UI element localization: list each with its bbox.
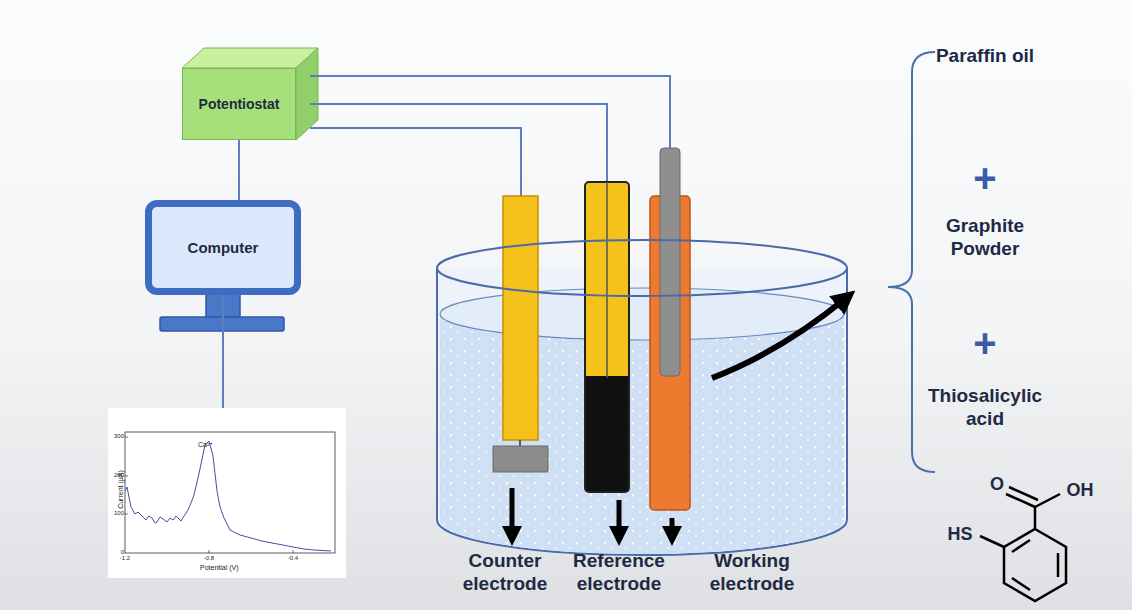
molecule	[980, 487, 1066, 601]
chart-inset: Ca²⁺ Current (μA) Potential (V)	[108, 408, 346, 578]
component-label: Paraffin oil	[925, 45, 1045, 68]
component-label: +	[925, 158, 1045, 198]
node-label: Computer	[188, 239, 259, 256]
tick-label: -1.2	[113, 555, 137, 562]
tick-label: 100	[104, 510, 124, 517]
liquid	[440, 314, 844, 554]
chart-panel	[108, 408, 346, 578]
electrode-label: Reference electrode	[560, 550, 678, 596]
cube-top	[182, 48, 318, 68]
component-label: Graphite Powder	[925, 215, 1045, 261]
atom-label: OH	[1060, 480, 1100, 502]
computer-monitor: Computer	[145, 200, 301, 295]
voltammogram-curve	[125, 441, 331, 551]
working-rod	[660, 148, 680, 376]
node-label: Potentiostat	[199, 96, 280, 112]
down-arrows	[512, 488, 672, 536]
tick-label: 300	[104, 433, 124, 440]
electrode-label: Counter electrode	[455, 550, 555, 596]
connector-line	[238, 140, 240, 200]
curved-arrow	[712, 298, 846, 378]
potentiostat-box: Potentiostat	[182, 68, 296, 140]
reference-wire	[606, 182, 608, 378]
chart-text: Potential (V)	[200, 564, 239, 571]
electrode-label: Working electrode	[702, 550, 802, 596]
beaker-rim	[437, 240, 847, 296]
beaker-body	[437, 268, 847, 555]
reference-filling	[586, 376, 628, 491]
chart-ticks	[125, 437, 293, 553]
chart-text: Ca²⁺	[198, 441, 213, 449]
wires	[310, 76, 670, 196]
atom-label: HS	[942, 524, 978, 546]
atom-label: O	[984, 474, 1010, 496]
liquid-bubbles	[440, 314, 844, 554]
reference-electrode	[585, 182, 629, 492]
component-label: Thiosalicylic acid	[918, 385, 1052, 431]
chart-frame	[125, 432, 335, 553]
tick-label: -0.4	[281, 555, 305, 562]
counter-electrode	[503, 196, 538, 440]
tick-label: -0.8	[197, 555, 221, 562]
bracket	[888, 52, 935, 472]
component-label: +	[925, 323, 1045, 363]
connector-line	[222, 295, 224, 408]
cube-side	[296, 48, 318, 140]
chart-text: Current (μA)	[117, 464, 124, 516]
counter-plate	[493, 446, 548, 472]
tick-label: 200	[104, 472, 124, 479]
